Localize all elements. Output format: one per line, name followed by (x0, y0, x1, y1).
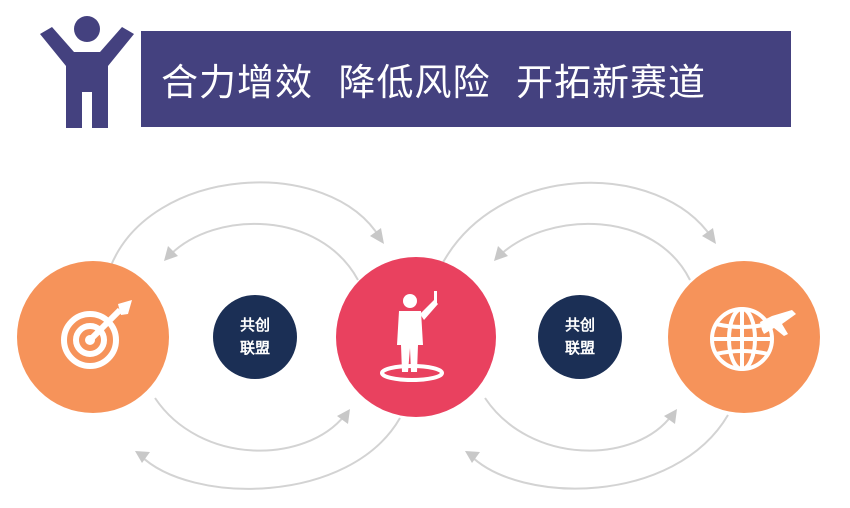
arc-top-right-outer (439, 181, 713, 269)
arrowhead (164, 246, 178, 261)
globe-plane-icon (710, 307, 774, 371)
arc-bottom-right-inner (484, 397, 673, 452)
node-globe (668, 261, 820, 413)
arrowhead (337, 409, 350, 424)
node-target (17, 261, 169, 413)
arc-bottom-right-outer (469, 414, 729, 490)
arc-top-left-inner (169, 222, 359, 281)
arc-top-left-outer (109, 181, 381, 269)
person-head (74, 16, 100, 42)
title-banner: 合力增效 降低风险 开拓新赛道 (141, 31, 791, 127)
target-arrow-fletching (118, 300, 132, 315)
partnership-flow-diagram: 共创 联盟 共创 联盟 (17, 181, 820, 490)
node-leader (336, 257, 496, 417)
badge-right-line2: 联盟 (565, 339, 595, 357)
arrowhead (465, 451, 480, 463)
arrowhead (702, 228, 716, 244)
arc-bottom-left-outer (139, 417, 401, 490)
badge-right-circle (538, 295, 622, 379)
arrowhead (664, 409, 677, 424)
person-presenting-icon (380, 291, 444, 382)
badge-left: 共创 联盟 (213, 295, 297, 379)
person-body (40, 27, 134, 128)
arrowhead (494, 246, 508, 261)
badge-left-circle (213, 295, 297, 379)
arrowhead (135, 451, 150, 463)
badge-left-line1: 共创 (240, 316, 270, 334)
plane-icon (760, 310, 796, 336)
target-bullseye (85, 335, 95, 345)
arc-top-right-inner (499, 222, 691, 281)
badge-right-line1: 共创 (565, 316, 595, 334)
person-arms-raised-icon (40, 16, 134, 128)
target-icon (61, 307, 123, 369)
arrowhead (370, 228, 384, 244)
badge-left-line2: 联盟 (240, 339, 270, 357)
arc-bottom-left-inner (154, 397, 346, 452)
badge-right: 共创 联盟 (538, 295, 622, 379)
banner-title: 合力增效 降低风险 开拓新赛道 (161, 61, 707, 104)
